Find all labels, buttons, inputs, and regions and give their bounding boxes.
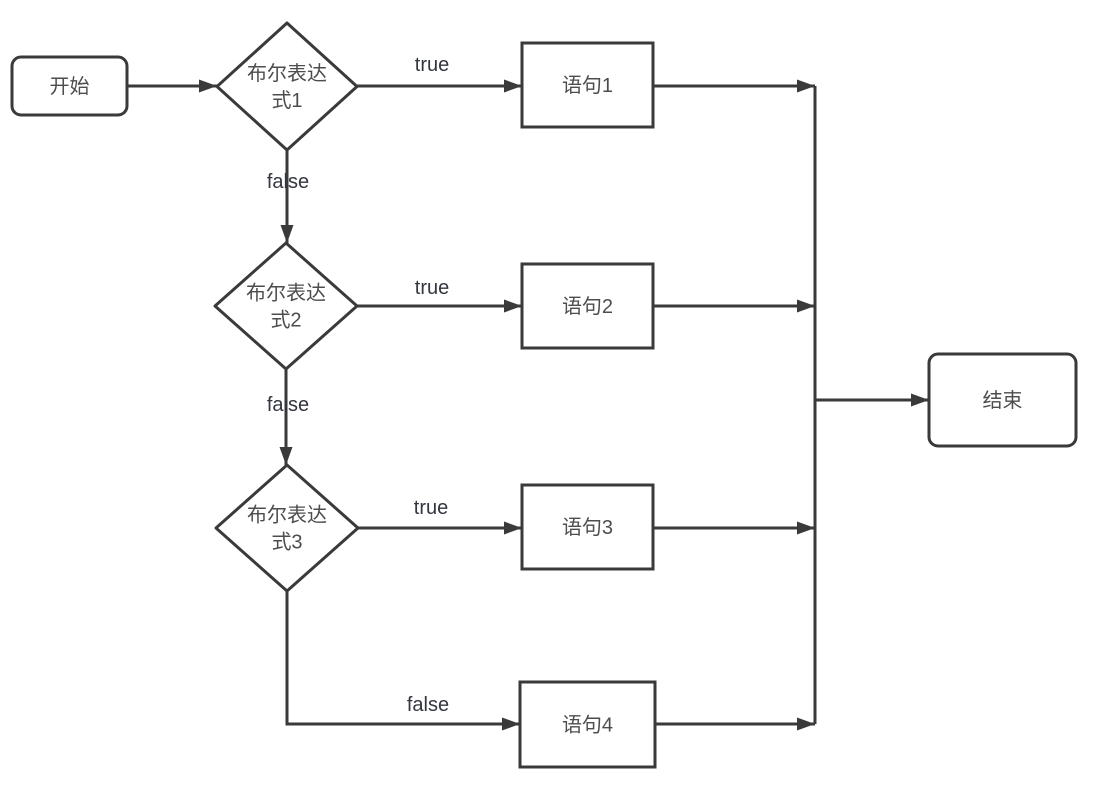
node-label-stmt1: 语句1 xyxy=(562,74,613,97)
arrowhead-icon xyxy=(280,225,294,243)
edge-cond3-true-to-stmt3: true xyxy=(357,497,522,535)
edge-cond2-false-to-cond3: false xyxy=(267,369,309,465)
arrowhead-icon xyxy=(199,79,217,93)
arrowhead-icon xyxy=(797,299,815,313)
node-start: 开始 xyxy=(10,55,129,117)
arrowhead-icon xyxy=(797,521,815,535)
node-label-start: 开始 xyxy=(50,75,90,98)
node-label-cond2: 布尔表达 xyxy=(246,282,326,305)
arrowhead-icon xyxy=(797,79,815,93)
edge-bus-to-end xyxy=(815,393,929,407)
node-label-end: 结束 xyxy=(983,389,1023,412)
node-end: 结束 xyxy=(927,352,1078,448)
arrowhead-icon xyxy=(504,299,522,313)
edge-stmt4-to-bus xyxy=(655,717,815,731)
stmt3-shape xyxy=(520,483,655,571)
edge-cond1-false-to-cond2: false xyxy=(267,150,309,243)
node-label-cond1: 式1 xyxy=(271,89,302,112)
node-stmt4: 语句4 xyxy=(518,680,657,769)
end-shape xyxy=(927,352,1078,448)
edge-stmt3-to-bus xyxy=(653,521,815,535)
edge-label-cond3-false-to-stmt4: false xyxy=(407,694,449,716)
arrowhead-icon xyxy=(504,79,522,93)
arrowhead-icon xyxy=(504,521,522,535)
node-label-stmt4: 语句4 xyxy=(562,714,613,737)
arrowhead-icon xyxy=(279,447,293,465)
edge-cond1-true-to-stmt1: true xyxy=(357,54,522,93)
edge-label-cond3-true-to-stmt3: true xyxy=(414,497,448,519)
node-stmt1: 语句1 xyxy=(520,41,655,129)
edge-cond3-false-to-stmt4: false xyxy=(285,591,520,731)
node-label-stmt2: 语句2 xyxy=(562,295,613,318)
stmt4-shape xyxy=(518,680,657,769)
edge-label-cond2-false-to-cond3: false xyxy=(267,394,309,416)
node-label-cond2: 式2 xyxy=(270,309,301,332)
edge-cond2-true-to-stmt2: true xyxy=(357,277,522,313)
edge-stmt1-to-bus xyxy=(653,79,815,93)
stmt1-shape xyxy=(520,41,655,129)
edge-label-cond1-false-to-cond2: false xyxy=(267,171,309,193)
cond2-shape xyxy=(213,241,359,371)
node-label-stmt3: 语句3 xyxy=(562,516,613,539)
edge-start-to-cond1 xyxy=(127,79,217,93)
node-label-cond3: 式3 xyxy=(271,531,302,554)
node-stmt3: 语句3 xyxy=(520,483,655,571)
node-label-cond1: 布尔表达 xyxy=(247,62,327,85)
cond3-shape xyxy=(214,463,360,593)
node-label-cond3: 布尔表达 xyxy=(247,504,327,527)
start-shape xyxy=(10,55,129,117)
edge-label-cond1-true-to-stmt1: true xyxy=(415,54,449,76)
stmt2-shape xyxy=(520,262,655,350)
node-stmt2: 语句2 xyxy=(520,262,655,350)
edge-stmt2-to-bus xyxy=(653,299,815,313)
arrowhead-icon xyxy=(797,717,815,731)
cond1-shape xyxy=(215,21,359,152)
arrowhead-icon xyxy=(911,393,929,407)
edge-label-cond2-true-to-stmt2: true xyxy=(415,277,449,299)
arrowhead-icon xyxy=(502,717,520,731)
